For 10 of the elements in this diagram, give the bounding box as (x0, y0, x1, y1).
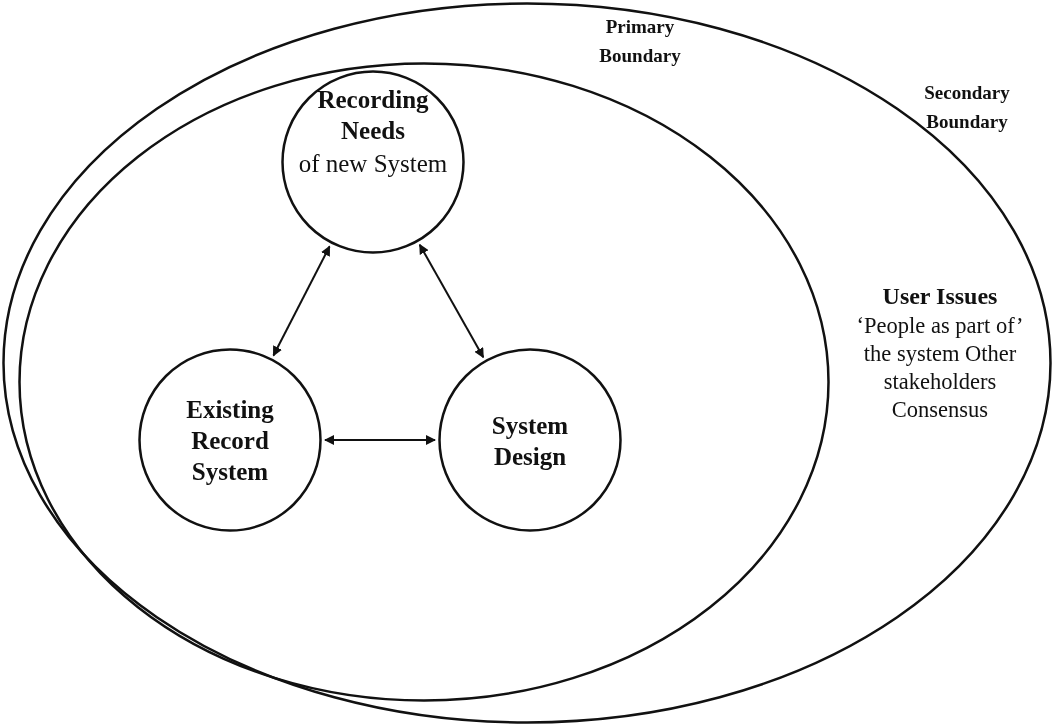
boundary-label: Secondary Boundary (923, 81, 1011, 135)
node-text: ‘People as part of’ the system Other stakeholders Consensus (855, 312, 1025, 424)
double-arrow (324, 435, 436, 445)
boundary-label: Primary Boundary (598, 15, 682, 69)
node-text: Existing Record System (185, 395, 275, 487)
double-arrow (272, 245, 331, 357)
node-text: System Design (490, 411, 570, 472)
double-arrow (418, 243, 485, 359)
node-text: User Issues (881, 282, 999, 311)
node-text: of new System (298, 149, 448, 179)
